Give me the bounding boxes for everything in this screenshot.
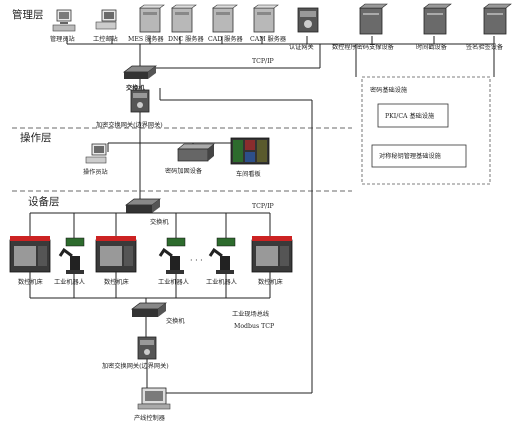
bottom-gateway-label: 加密交换网关(边界网关)	[102, 362, 169, 370]
crypto-hardening-device-icon	[177, 143, 215, 162]
device-label-cam: CAM 服务器	[250, 35, 287, 43]
layer-title-device: 设备层	[28, 195, 60, 208]
device-label-admin-station: 管理员站	[50, 35, 75, 43]
industrial-robot-icon	[208, 237, 236, 274]
ellipsis: · · ·	[190, 256, 203, 265]
device-bottom-switch-label: 交换机	[166, 317, 185, 325]
device-label-dnc: DNC 服务器	[168, 35, 204, 43]
server-icon	[253, 4, 279, 33]
server-icon	[423, 3, 452, 35]
layer-title-operation: 操作层	[20, 131, 52, 144]
workshop-dashboard-icon	[230, 137, 270, 165]
device-label-code-crypto: 数控程序密码支撑设备	[332, 43, 395, 51]
operator-station-icon	[85, 143, 107, 164]
line-controller-icon	[137, 387, 171, 410]
pki-box	[377, 103, 449, 128]
cnc-machine-icon	[95, 236, 137, 273]
device-protocol-label: TCP/IP	[252, 203, 274, 210]
crypto-infrastructure-title: 密码基础设施	[370, 86, 407, 94]
device-top-switch-label: 交换机	[150, 218, 169, 226]
workstation-icon	[95, 9, 117, 30]
admin-station-icon	[52, 9, 76, 32]
fieldbus-label: 工业现场总线	[232, 310, 269, 318]
operator-station-label: 操作员站	[83, 168, 108, 176]
server-icon	[212, 4, 238, 33]
device-label-cad: CAD 服务器	[208, 35, 244, 43]
industrial-robot-icon	[58, 237, 85, 274]
management-gateway-icon	[130, 89, 150, 113]
cnc-machine-icon	[251, 236, 293, 273]
pki-label: PKI/CA 基础设施	[385, 112, 434, 120]
server-icon	[171, 4, 197, 33]
bottom-gateway-icon	[137, 336, 157, 360]
symmetric-key-label: 对称秘钥管理基础设施	[379, 152, 441, 160]
crypto-infrastructure-box	[361, 76, 491, 185]
crypto-hardening-label: 密码加固设备	[165, 167, 203, 175]
device-label-robot-1: 工业机器人	[54, 278, 85, 286]
device-label-mes: MES 服务器	[128, 35, 164, 43]
server-icon	[139, 4, 165, 33]
symmetric-key-box	[371, 144, 467, 168]
workshop-dashboard-label: 车间看板	[236, 170, 261, 178]
device-bottom-switch-icon	[130, 302, 168, 317]
layer-title-management: 管理层	[12, 8, 44, 21]
device-label-signature: 签名验签设备	[466, 43, 504, 51]
device-top-switch-icon	[124, 198, 162, 213]
device-label-robot-2: 工业机器人	[158, 278, 189, 286]
management-protocol-label: TCP/IP	[252, 58, 274, 65]
server-icon	[359, 3, 388, 35]
line-controller-label: 产线控制器	[134, 414, 166, 422]
industrial-robot-icon	[158, 237, 186, 274]
device-label-auth-gateway: 认证网关	[289, 43, 314, 51]
device-label-timestamp: 时间戳设备	[416, 43, 448, 51]
server-icon	[483, 3, 512, 35]
modbus-label: Modbus TCP	[234, 323, 274, 330]
gateway-icon	[297, 7, 319, 33]
management-gateway-label: 加密交换网关(边界网关)	[96, 121, 163, 129]
management-switch-label: 交换机	[126, 84, 145, 92]
device-label-mail-station: 工控邮站	[93, 35, 118, 43]
cnc-machine-icon	[9, 236, 51, 273]
device-label-robot-3: 工业机器人	[206, 278, 237, 286]
management-switch-icon	[122, 65, 158, 79]
